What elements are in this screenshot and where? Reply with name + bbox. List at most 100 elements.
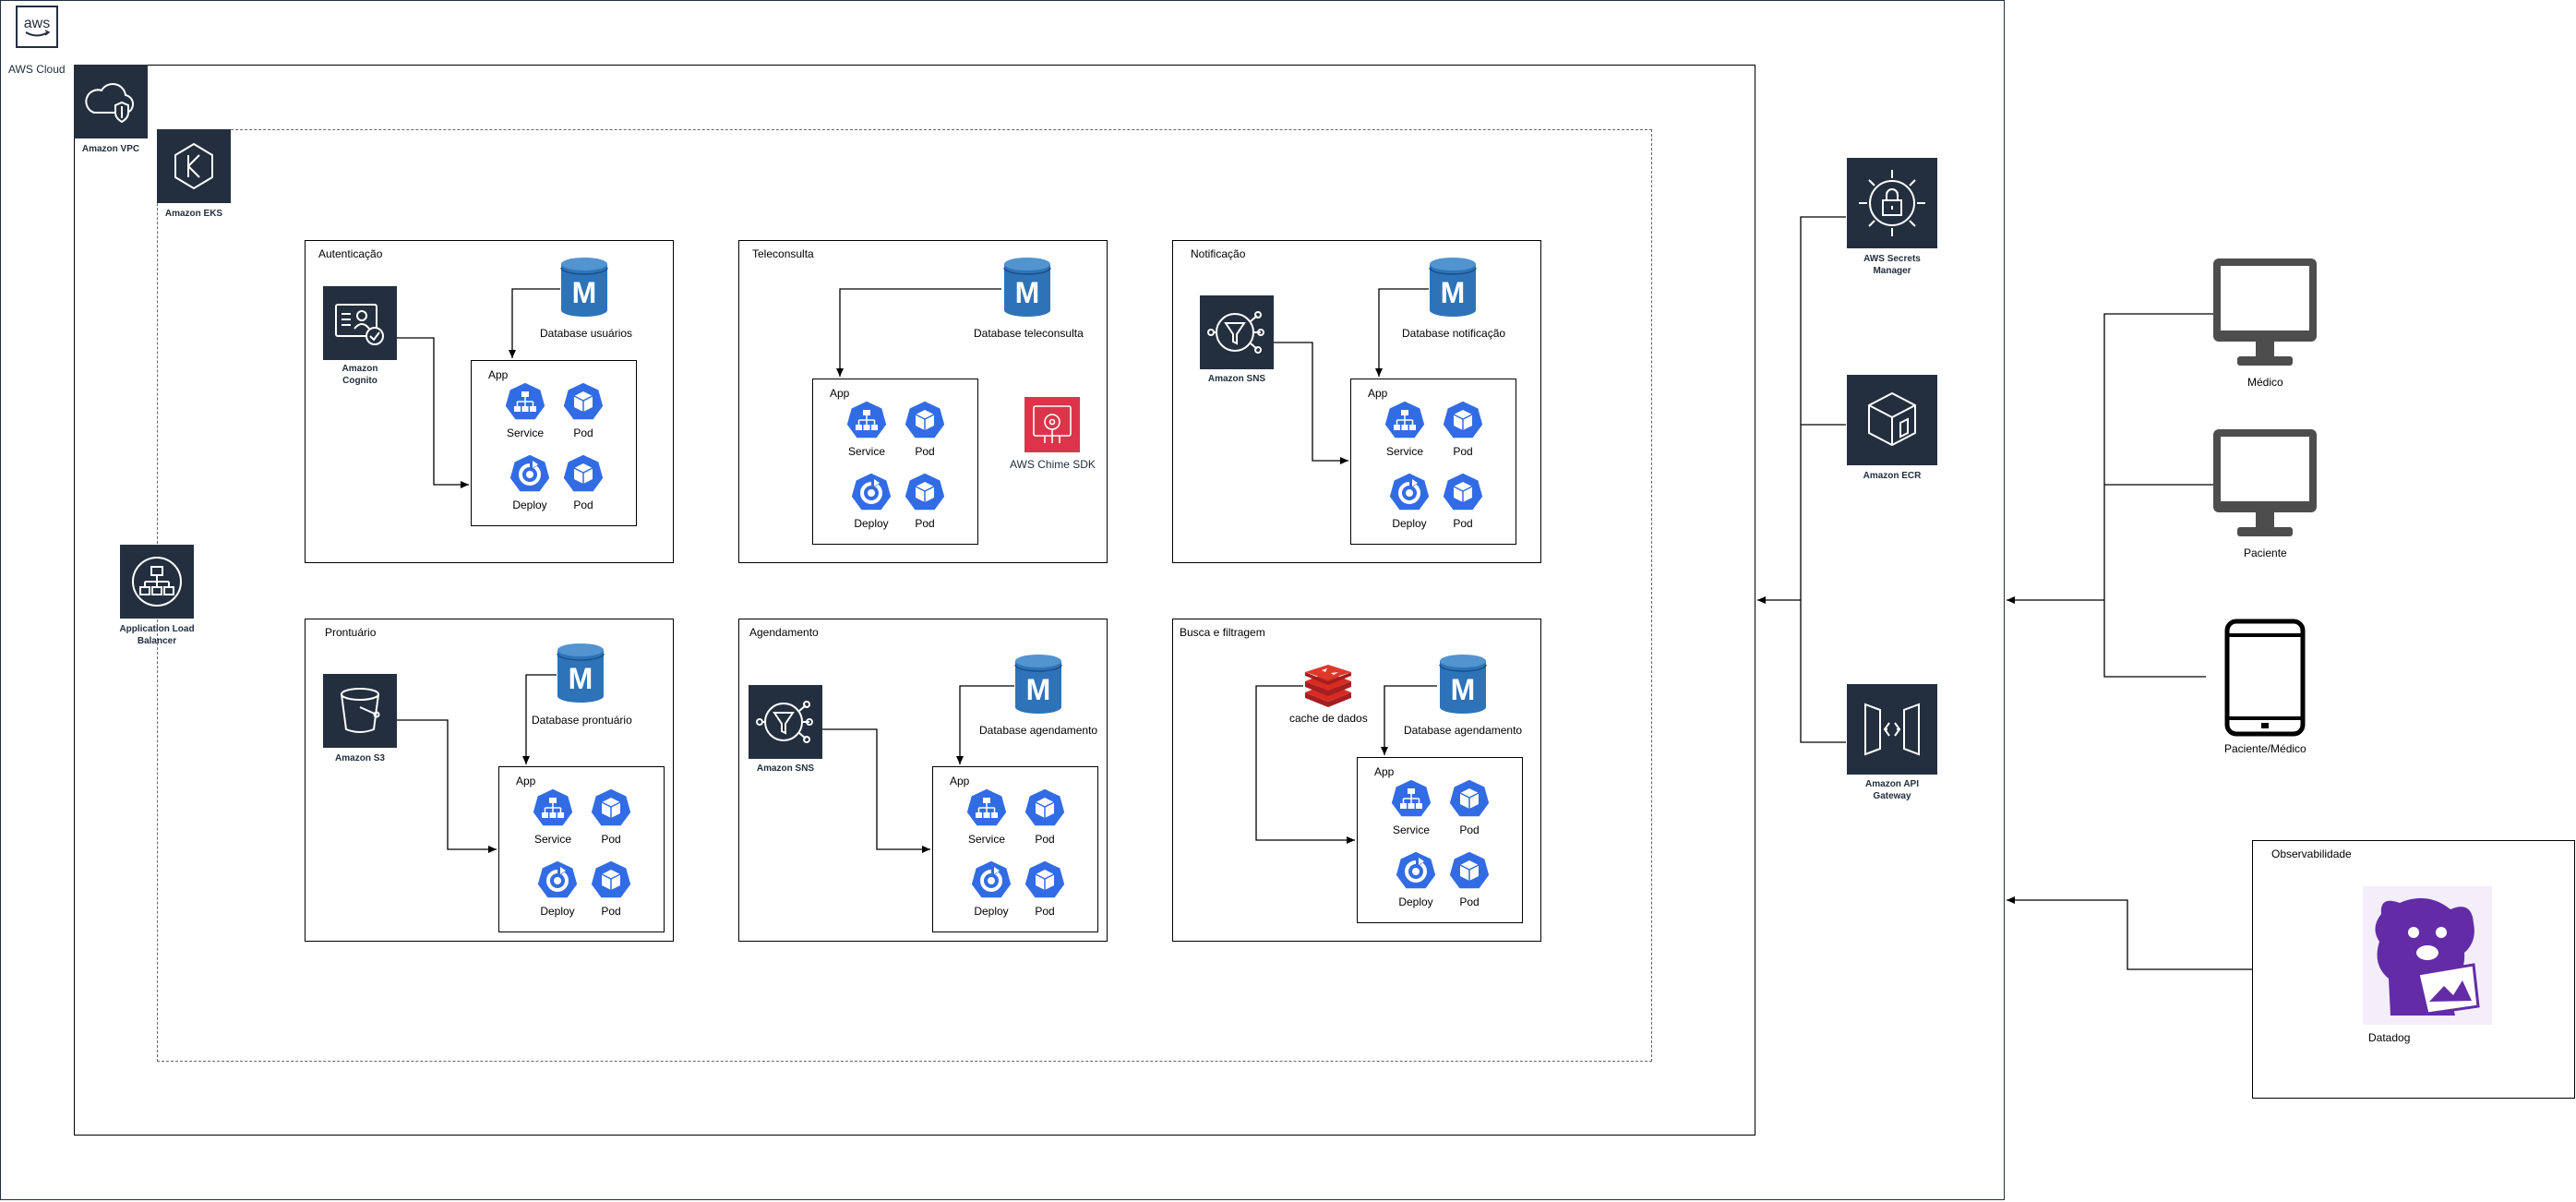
cluster-title-notificacao: Notificação [1191, 247, 1246, 260]
db-label-teleconsulta: Database teleconsulta [974, 327, 1084, 340]
k8s-pod-icon[interactable] [904, 400, 946, 447]
k8s-deploy-icon[interactable] [850, 472, 893, 519]
k8s-deploy-icon[interactable] [1395, 850, 1437, 897]
svg-text:M: M [1015, 276, 1040, 309]
k8s-pod-icon[interactable] [590, 787, 632, 835]
k8s-pod-label: Pod [573, 499, 593, 511]
app-title: App [950, 775, 970, 787]
k8s-deploy-icon[interactable] [970, 859, 1012, 907]
k8s-service-icon[interactable] [532, 787, 574, 835]
k8s-service-icon[interactable] [965, 787, 1008, 835]
k8s-service-icon[interactable] [845, 400, 888, 447]
k8s-deploy-icon[interactable] [1388, 472, 1431, 519]
app-title: App [1368, 387, 1388, 400]
k8s-pod-icon[interactable] [1442, 400, 1484, 447]
ecr-label: Amazon ECR [1863, 471, 1922, 481]
database-icon: M [557, 643, 605, 708]
k8s-pod-icon[interactable] [1448, 778, 1491, 825]
chime-sdk-icon[interactable] [1024, 397, 1080, 452]
chime-sdk-label: AWS Chime SDK [1010, 458, 1096, 471]
cache-label: cache de dados [1289, 712, 1368, 725]
k8s-pod-label: Pod [1459, 823, 1480, 836]
k8s-service-label: Service [1385, 445, 1423, 458]
cluster-busca [1172, 619, 1541, 942]
k8s-pod-label: Pod [601, 905, 621, 918]
ecr-icon[interactable] [1847, 375, 1937, 465]
db-label-busca: Database agendamento [1404, 724, 1523, 737]
k8s-pod-label: Pod [1453, 445, 1473, 458]
sns-label: Amazon SNS [1207, 374, 1266, 384]
cluster-notificacao [1172, 240, 1541, 563]
k8s-deploy-icon[interactable] [509, 453, 551, 500]
cluster-autenticacao [305, 240, 674, 563]
k8s-pod-icon[interactable] [590, 859, 632, 907]
k8s-pod-icon[interactable] [1024, 859, 1066, 907]
k8s-pod-icon[interactable] [562, 453, 605, 500]
cognito-label: Amazon Cognito [341, 364, 378, 386]
cognito-icon[interactable] [323, 286, 397, 360]
client-paciente-medico-label: Paciente/Médico [2224, 742, 2306, 755]
k8s-pod-label: Pod [1035, 905, 1055, 918]
k8s-pod-icon[interactable] [1448, 850, 1491, 897]
client-medico-label: Médico [2247, 376, 2283, 389]
k8s-service-label: Service [506, 427, 544, 439]
cluster-title-busca: Busca e filtragem [1180, 626, 1265, 639]
aws-cloud-group [0, 0, 2005, 1200]
secrets-manager-icon[interactable] [1847, 158, 1937, 248]
aws-logo-icon: aws [16, 6, 58, 48]
cluster-title-prontuario: Prontuário [325, 626, 377, 639]
k8s-deploy-icon[interactable] [536, 859, 579, 907]
eks-icon [157, 129, 231, 203]
datadog-label: Datadog [2368, 1031, 2411, 1044]
mobile-device-icon [2224, 619, 2306, 737]
k8s-service-label: Service [1392, 823, 1430, 836]
s3-icon[interactable] [323, 674, 397, 748]
k8s-pod-icon[interactable] [904, 472, 946, 519]
db-label-agendamento: Database agendamento [979, 724, 1098, 737]
cluster-title-teleconsulta: Teleconsulta [752, 247, 814, 260]
k8s-deploy-label: Deploy [974, 905, 1009, 918]
database-icon: M [1439, 654, 1487, 719]
svg-text:M: M [569, 662, 593, 695]
svg-text:aws: aws [24, 16, 50, 31]
db-label-notificacao: Database notificação [1402, 327, 1506, 340]
app-title: App [1374, 765, 1395, 778]
load-balancer-label: Application Load Balancer [119, 624, 195, 646]
observability-title: Observabilidade [2271, 847, 2352, 860]
k8s-service-icon[interactable] [504, 381, 546, 428]
datadog-icon[interactable] [2363, 886, 2492, 1025]
k8s-pod-icon[interactable] [562, 381, 605, 428]
app-title: App [830, 387, 850, 400]
eks-label: Amazon EKS [164, 209, 223, 219]
db-label-usuarios: Database usuários [540, 327, 633, 340]
vpc-icon [74, 65, 148, 138]
secrets-manager-label: AWS Secrets Manager [1863, 254, 1921, 276]
load-balancer-icon[interactable] [120, 545, 194, 619]
k8s-pod-icon[interactable] [1442, 472, 1484, 519]
svg-text:M: M [572, 276, 597, 309]
k8s-service-label: Service [847, 445, 885, 458]
vpc-group [74, 65, 1755, 1136]
sns-icon[interactable] [749, 685, 822, 759]
cluster-prontuario [305, 619, 674, 942]
cluster-agendamento [738, 619, 1108, 942]
sns-icon[interactable] [1200, 295, 1274, 369]
app-title: App [516, 775, 536, 787]
api-gateway-icon[interactable] [1847, 684, 1937, 775]
cluster-title-agendamento: Agendamento [749, 626, 819, 639]
k8s-pod-label: Pod [601, 833, 621, 846]
client-paciente-label: Paciente [2244, 547, 2287, 559]
k8s-service-icon[interactable] [1390, 778, 1432, 825]
api-gateway-label: Amazon API Gateway [1865, 779, 1919, 801]
k8s-service-label: Service [533, 833, 571, 846]
k8s-service-icon[interactable] [1384, 400, 1426, 447]
redis-cache-icon[interactable] [1303, 665, 1353, 707]
k8s-pod-icon[interactable] [1024, 787, 1066, 835]
k8s-deploy-label: Deploy [1392, 517, 1427, 530]
svg-text:M: M [1441, 276, 1466, 309]
